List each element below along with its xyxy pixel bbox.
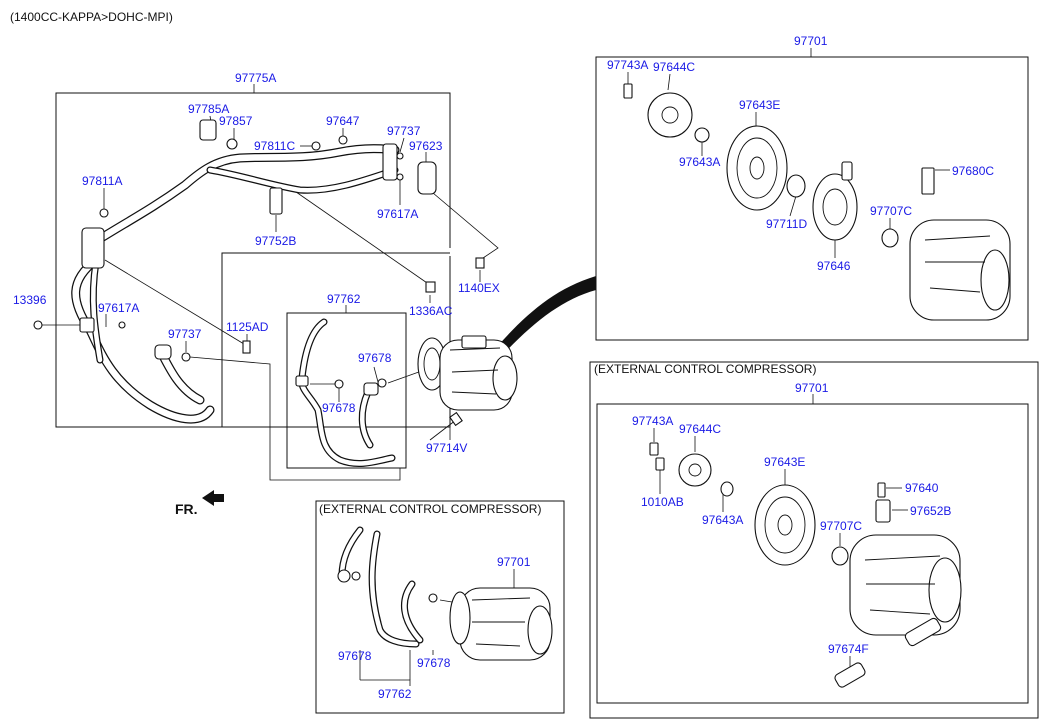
exploded-parts-bottom [649,442,962,688]
external-control-inset-frame [315,500,565,714]
part-label-97714V[interactable]: 97714V [426,441,467,455]
part-label-97674F[interactable]: 97674F [828,642,869,656]
part-label-97678-d[interactable]: 97678 [417,656,451,670]
part-label-97857[interactable]: 97857 [219,114,253,128]
part-label-97647[interactable]: 97647 [326,114,360,128]
hose-assembly-frame [55,92,451,428]
bottom-section-title: (EXTERNAL CONTROL COMPRESSOR) [594,362,816,376]
part-label-97707C[interactable]: 97707C [870,204,912,218]
part-label-97737-b[interactable]: 97737 [168,327,202,341]
part-label-1140EX[interactable]: 1140EX [458,281,500,295]
inset-external-control [337,526,553,661]
part-label-97737[interactable]: 97737 [387,124,421,138]
part-label-97701-c[interactable]: 97701 [497,555,531,569]
leader-1336AC [285,184,431,286]
part-label-97701[interactable]: 97701 [794,34,828,48]
external-control-outer-frame [589,361,1039,719]
part-label-97711D[interactable]: 97711D [766,217,807,231]
part-label-97678[interactable]: 97678 [358,351,392,365]
suction-hose-assembly [33,119,485,424]
part-label-97646[interactable]: 97646 [817,259,851,273]
part-label-97643E[interactable]: 97643E [739,98,780,112]
leader-97737b-route [189,356,401,481]
part-label-97785A[interactable]: 97785A [188,102,229,116]
part-label-1010AB[interactable]: 1010AB [641,495,684,509]
part-label-97644C[interactable]: 97644C [653,60,695,74]
front-indicator-label: FR. [175,501,198,517]
part-label-97644C-b[interactable]: 97644C [679,422,721,436]
part-label-97617A-b[interactable]: 97617A [98,301,139,315]
part-label-97762-b[interactable]: 97762 [378,687,412,701]
leader-97644Ca [667,73,671,91]
part-label-97643A[interactable]: 97643A [679,155,720,169]
leader-97737a [399,137,405,153]
part-label-97643E-b[interactable]: 97643E [764,455,805,469]
discharge-hose [295,318,396,467]
part-label-97617A[interactable]: 97617A [377,207,418,221]
part-label-97652B[interactable]: 97652B [910,504,951,518]
part-label-97743A[interactable]: 97743A [607,58,648,72]
leader-97762b [360,679,411,686]
callout-wedge [488,276,596,362]
compressor-exploded-frame-1 [595,56,1029,341]
part-label-97640[interactable]: 97640 [905,481,939,495]
part-label-97811A[interactable]: 97811A [82,174,122,188]
part-label-97701-b[interactable]: 97701 [795,381,829,395]
leader-97711D [789,195,797,217]
part-label-1125AD[interactable]: 1125AD [226,320,269,334]
part-label-97643A-b[interactable]: 97643A [702,513,743,527]
inset-section-title: (EXTERNAL CONTROL COMPRESSOR) [319,502,541,516]
exploded-parts-top [623,83,1011,321]
frame-notch-mask [222,248,452,256]
part-label-97743A-b[interactable]: 97743A [632,414,673,428]
part-label-97680C[interactable]: 97680C [952,164,994,178]
compressor-exploded-frame-2 [596,403,1029,704]
part-label-1336AC[interactable]: 1336AC [409,304,453,318]
part-label-97775A[interactable]: 97775A [235,71,276,85]
part-label-97762[interactable]: 97762 [327,292,361,306]
discharge-hose-frame [286,312,407,469]
part-label-97707C-b[interactable]: 97707C [820,519,862,533]
part-label-97623[interactable]: 97623 [409,139,443,153]
part-label-97811C[interactable]: 97811C [254,139,295,153]
part-label-97678-b[interactable]: 97678 [322,401,356,415]
front-arrow-icon [202,490,224,506]
leader-1140EX [419,181,499,261]
frame-notch-edge [221,252,450,427]
compressor-main [417,335,518,441]
part-label-97752B[interactable]: 97752B [255,234,296,248]
part-label-13396[interactable]: 13396 [13,293,47,307]
leader-1125AD [104,259,245,345]
leader-97678a [373,366,379,383]
engine-header: (1400CC-KAPPA>DOHC-MPI) [10,10,173,24]
part-label-97678-c[interactable]: 97678 [338,649,372,663]
